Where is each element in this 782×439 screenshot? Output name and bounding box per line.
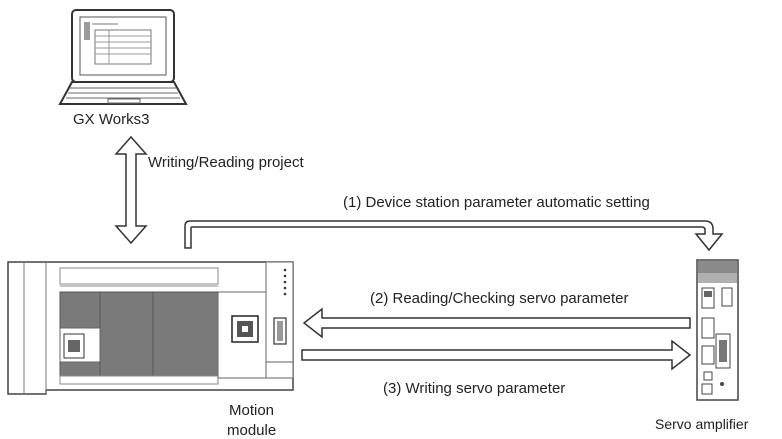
laptop-icon [58, 9, 188, 105]
motion-label-line1: Motion [229, 402, 274, 419]
auto-setting-arrow [184, 220, 724, 252]
auto-setting-label: (1) Device station parameter automatic s… [343, 194, 650, 211]
servo-amplifier [696, 259, 739, 401]
read-check-label: (2) Reading/Checking servo parameter [370, 290, 628, 307]
read-check-arrow [302, 307, 691, 339]
motion-label-line2: module [227, 422, 276, 439]
write-label: (3) Writing servo parameter [383, 380, 565, 397]
servo-label: Servo amplifier [655, 416, 749, 432]
write-arrow [301, 339, 692, 371]
project-arrow [114, 135, 148, 245]
project-label: Writing/Reading project [148, 154, 304, 171]
pc-label: GX Works3 [73, 111, 149, 128]
motion-module [7, 261, 294, 395]
